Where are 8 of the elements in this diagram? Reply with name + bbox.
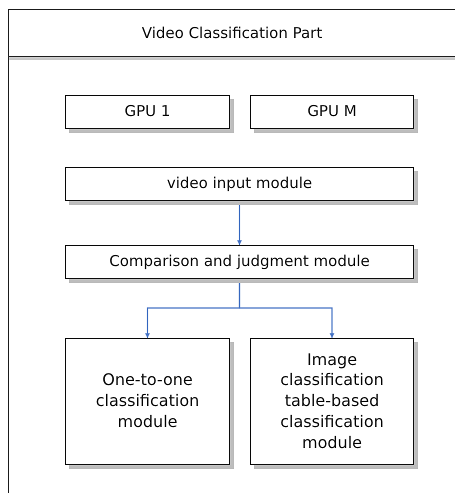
- module-label: GPU 1: [124, 102, 170, 122]
- module-label: Comparison and judgment module: [109, 252, 370, 272]
- container-frame: [8, 9, 455, 493]
- frame-title: Video Classification Part: [142, 24, 322, 42]
- module-label: video input module: [166, 174, 312, 194]
- module-label: GPU M: [307, 102, 357, 122]
- module-label: Image classification table-based classification module: [279, 350, 385, 454]
- module-label: One-to-one classification module: [94, 370, 200, 433]
